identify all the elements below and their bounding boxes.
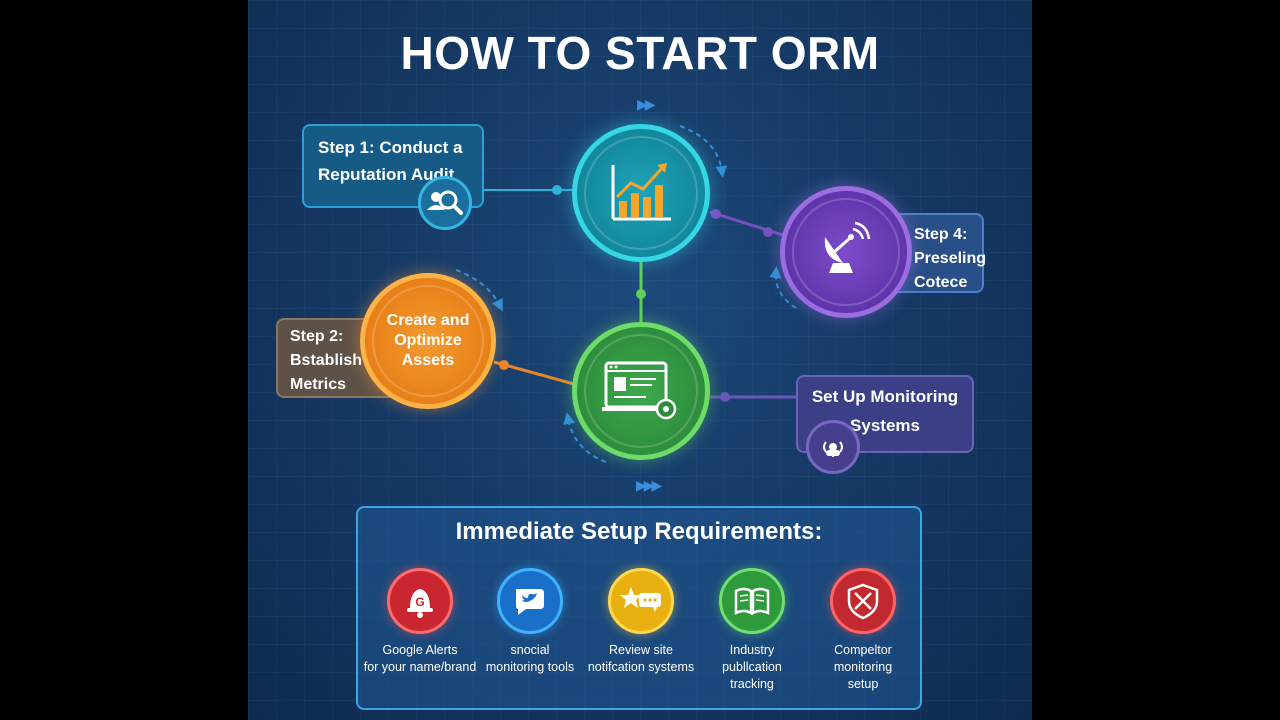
requirement-label: Industry (729, 643, 775, 657)
cycle-arrow (769, 266, 797, 309)
search-user-icon (418, 176, 472, 230)
requirement-label: setup (847, 677, 879, 691)
broadcast-icon (806, 420, 860, 474)
page-title: HOW TO START ORM (400, 27, 880, 79)
connector-node (636, 289, 646, 299)
requirement-label: Compeltor (834, 643, 892, 657)
step1-subtitle: Reputation Audit (318, 165, 455, 184)
create-line3: Assets (401, 352, 455, 369)
flow-chevrons-bottom-icon: ▶▶▶ (636, 477, 662, 493)
step4-line2: Preseling (914, 250, 987, 267)
twitter-chat-icon (497, 568, 563, 634)
connector-node (720, 392, 730, 402)
connector-hub-step4 (709, 210, 787, 238)
requirement-item: Compeltor monitoring setup (803, 568, 923, 693)
create-assets-circle: Create and Optimize Assets (360, 273, 496, 409)
step2-title: Step 2: (290, 328, 344, 345)
requirement-label: monitoring (833, 660, 893, 674)
connector-node (499, 360, 509, 370)
step4-title: Step 4: (914, 226, 968, 243)
connector-node (552, 185, 562, 195)
step4-line3: Cotece (914, 274, 968, 291)
web-profile-settings-icon (602, 361, 677, 420)
connector-node (763, 227, 773, 237)
step-hub-analytics (572, 124, 710, 262)
step1-title: Step 1: Conduct a (318, 138, 463, 157)
requirement-label: Review site (609, 643, 673, 657)
requirement-label: snocial (510, 643, 550, 657)
satellite-dish-icon (824, 221, 871, 273)
step2-line3: Metrics (290, 376, 347, 393)
requirement-item: Industry publlcation tracking (692, 568, 812, 693)
monitoring-subtitle: Systems (850, 416, 920, 435)
requirement-label: for your name/brand (363, 660, 477, 674)
requirement-item: Review site notifcation systems (581, 568, 701, 676)
step4-circle (780, 186, 912, 318)
setup-requirements-panel: Immediate Setup Requirements: G Google A… (356, 506, 922, 710)
growth-chart-icon (611, 163, 671, 221)
connector-node (711, 209, 721, 219)
open-book-icon (719, 568, 785, 634)
requirement-item: G Google Alerts for your name/brand (360, 568, 480, 676)
monitoring-title: Set Up Monitoring (811, 387, 959, 406)
requirement-label: notifcation systems (587, 660, 695, 674)
shield-swords-icon (830, 568, 896, 634)
step-hub-web (572, 322, 710, 460)
google-bell-icon: G (387, 568, 453, 634)
requirement-label: Google Alerts (382, 643, 458, 657)
svg-text:G: G (415, 595, 424, 609)
create-line2: Optimize (394, 332, 462, 349)
cycle-arrow (455, 269, 503, 312)
review-chat-star-icon (608, 568, 674, 634)
setup-title: Immediate Setup Requirements: (455, 518, 823, 545)
requirement-label: tracking (730, 677, 774, 691)
infographic-poster: HOW TO START ORM ▶▶ ▶▶▶ Step 1: Conduct … (248, 0, 1032, 720)
connector-lines (455, 125, 798, 463)
requirement-label: publlcation (722, 660, 782, 674)
step2-line2: Bstablish (290, 352, 363, 369)
requirement-label: monitoring tools (485, 660, 575, 674)
flow-chevrons-top-icon: ▶▶ (637, 96, 655, 112)
cycle-arrow (563, 412, 607, 463)
requirement-item: snocial monitoring tools (470, 568, 590, 676)
create-line1: Create and (386, 312, 470, 329)
